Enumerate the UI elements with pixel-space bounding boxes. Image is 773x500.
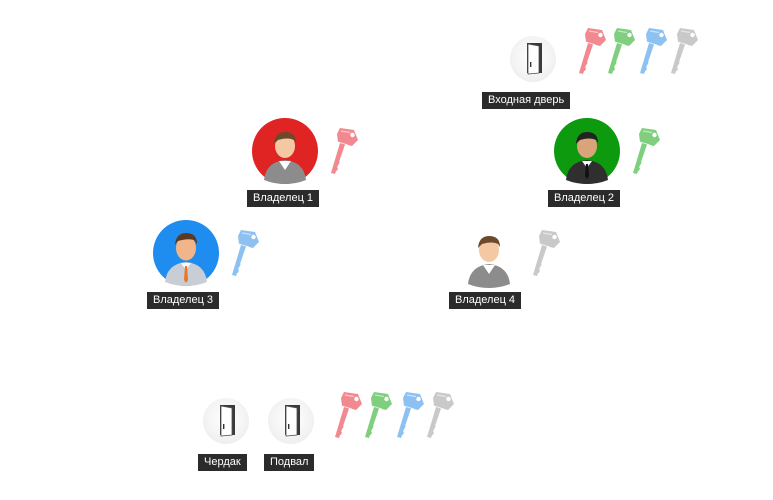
owner-2-label: Владелец 2 bbox=[548, 190, 621, 207]
entrance-door-label: Входная дверь bbox=[482, 92, 571, 109]
key-icon bbox=[605, 26, 637, 78]
key-icon bbox=[332, 390, 364, 442]
owner-1-avatar bbox=[252, 118, 318, 184]
person-icon bbox=[468, 236, 510, 288]
key-icon bbox=[424, 390, 456, 442]
owner-4-label: Владелец 4 bbox=[449, 292, 522, 309]
person-icon bbox=[153, 220, 219, 286]
key-icon bbox=[362, 390, 394, 442]
owner-2-avatar bbox=[554, 118, 620, 184]
owner-3-label: Владелец 3 bbox=[147, 292, 220, 309]
person-icon bbox=[554, 118, 620, 184]
attic-label: Чердак bbox=[198, 454, 247, 471]
key-icon bbox=[328, 126, 360, 178]
key-icon bbox=[576, 26, 608, 78]
key-icon bbox=[394, 390, 426, 442]
person-icon bbox=[252, 118, 318, 184]
owner-4-avatar bbox=[456, 222, 522, 288]
door-icon bbox=[510, 36, 556, 82]
key-icon bbox=[637, 26, 669, 78]
door-icon bbox=[203, 398, 249, 444]
owner-3-avatar bbox=[153, 220, 219, 286]
key-icon bbox=[668, 26, 700, 78]
key-icon bbox=[630, 126, 662, 178]
owner-1-label: Владелец 1 bbox=[247, 190, 320, 207]
key-icon bbox=[229, 228, 261, 280]
key-icon bbox=[530, 228, 562, 280]
basement-label: Подвал bbox=[264, 454, 315, 471]
door-icon bbox=[268, 398, 314, 444]
